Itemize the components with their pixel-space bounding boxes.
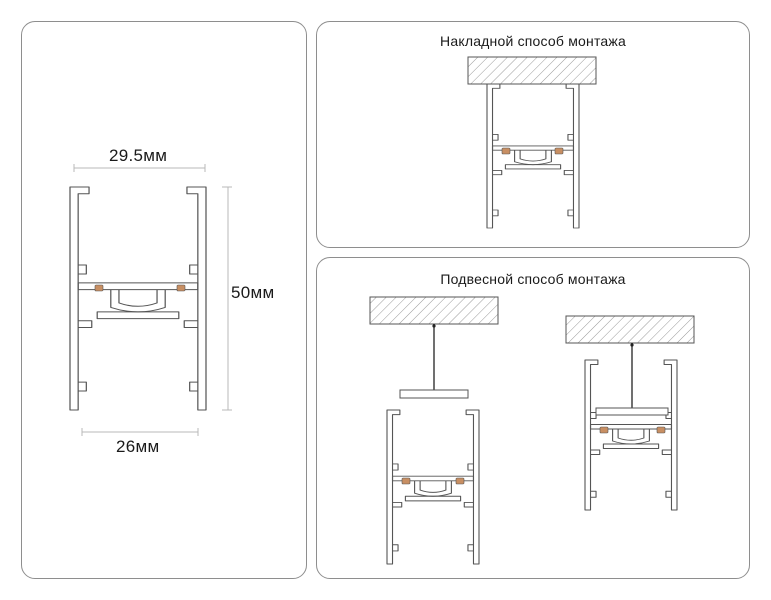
width-top-label: 29.5мм xyxy=(109,146,168,165)
ceiling-block xyxy=(369,296,499,325)
main-profile-drawing xyxy=(69,164,232,436)
surface-mount-title: Накладной способ монтажа xyxy=(440,33,626,49)
ceiling-block xyxy=(565,315,695,344)
suspended-mount-drawing-b xyxy=(565,315,695,511)
surface-mount-drawing xyxy=(467,56,597,229)
mounting-plate xyxy=(595,407,669,416)
profile-dimensions-panel xyxy=(21,21,307,579)
height-label: 50мм xyxy=(231,283,275,302)
suspended-mount-panel: Подвесной способ монтажа xyxy=(316,257,750,579)
ceiling-block xyxy=(467,56,597,85)
suspended-mount-drawing-a xyxy=(369,296,499,565)
width-bottom-label: 26мм xyxy=(116,437,160,456)
mounting-plate xyxy=(399,389,469,399)
suspended-mount-title: Подвесной способ монтажа xyxy=(440,271,626,287)
